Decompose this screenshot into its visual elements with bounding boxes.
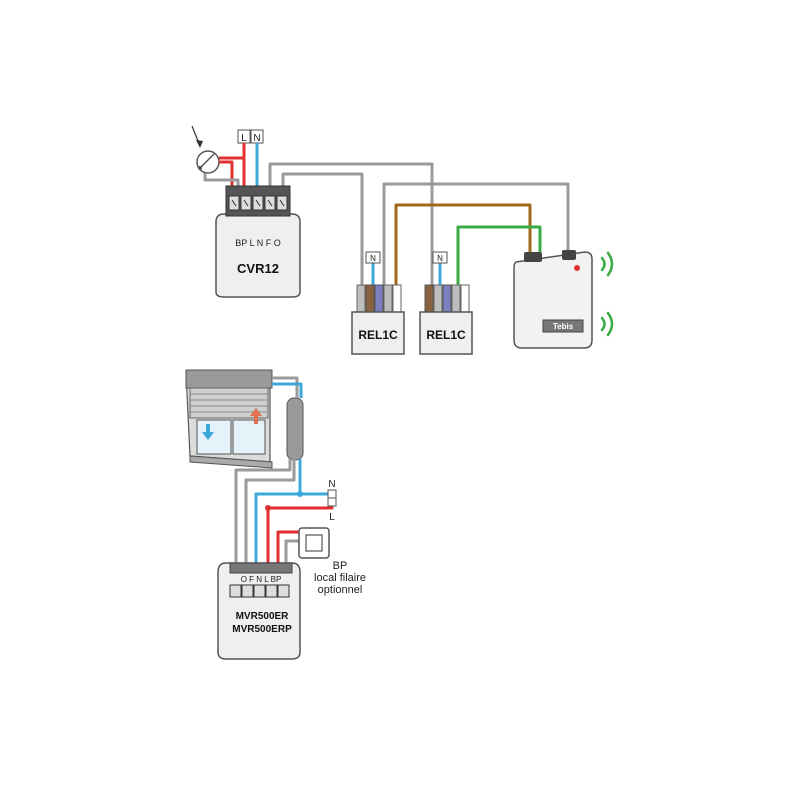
mvr-module: O F N L BP MVR500ER MVR500ERP	[217, 562, 301, 660]
radio-receiver-module: Tebis	[513, 250, 593, 349]
cvr12-name: CVR12	[237, 261, 279, 276]
up-arrow-icon	[250, 408, 262, 424]
bottom-label-l: L	[329, 512, 335, 523]
mvr-terminal-labels: O F N L BP	[241, 575, 282, 584]
supply-terminal-box: L N	[237, 129, 264, 144]
supply-label-l: L	[241, 133, 247, 144]
incoming-arrow-icon	[191, 125, 203, 148]
wireless-signal-icon	[600, 251, 614, 337]
rel1c-right-tag: N	[437, 254, 443, 263]
mvr-name-1: MVR500ER	[236, 611, 290, 622]
rel1c-left-name: REL1C	[358, 328, 398, 342]
bp-note-line-3: optionnel	[318, 584, 363, 596]
top-wires	[203, 143, 570, 285]
down-arrow-icon	[202, 424, 214, 440]
mvr-name-2: MVR500ERP	[232, 624, 292, 635]
cvr12-terminals	[228, 195, 288, 211]
roller-shutter-window	[185, 369, 273, 469]
supply-label-n: N	[253, 133, 260, 144]
cvr12-module: BP L N F O CVR12	[215, 185, 301, 298]
rel1c-left-module: N REL1C	[351, 251, 405, 355]
rel1c-left-tag: N	[370, 254, 376, 263]
bottom-label-n: N	[328, 479, 335, 490]
mvr-terminals	[229, 584, 290, 598]
receiver-brand: Tebis	[553, 322, 574, 331]
rel1c-right-module: N REL1C	[419, 251, 473, 355]
bottom-supply-terminal: N L	[327, 479, 337, 523]
motor-cable-gland	[286, 397, 304, 461]
rel1c-right-name: REL1C	[426, 328, 466, 342]
bp-note-line-2: local filaire	[314, 572, 366, 584]
cvr12-terminal-labels: BP L N F O	[235, 238, 281, 248]
wall-switch-icon	[196, 150, 220, 174]
local-push-button-icon	[298, 527, 330, 559]
bp-note-line-1: BP	[333, 560, 348, 572]
push-button-note: BP local filaire optionnel	[314, 560, 366, 596]
